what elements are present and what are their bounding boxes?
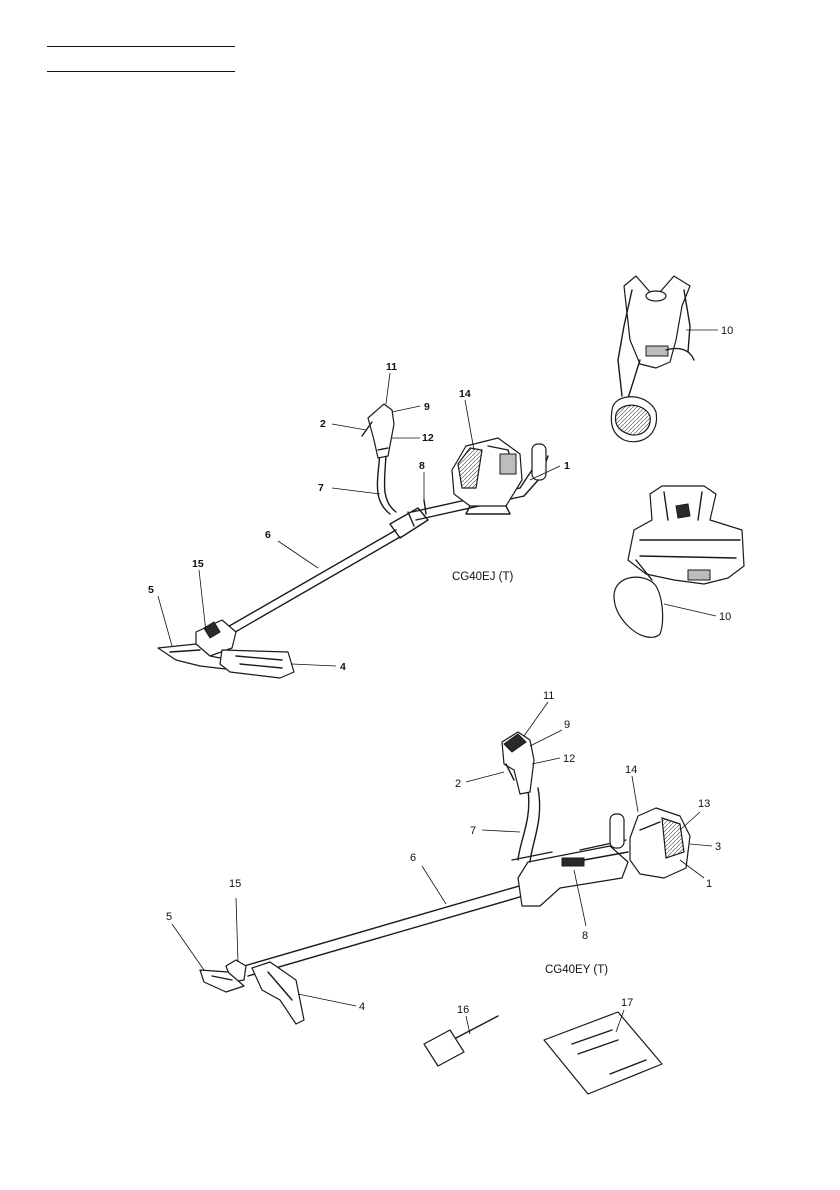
brushcutter-ey-drawing <box>199 731 691 1095</box>
callout-label: 10 <box>719 611 731 623</box>
callout-label: 7 <box>470 825 476 837</box>
brushcutter-ej-drawing <box>157 403 549 679</box>
shoulder-harness-2-drawing <box>613 485 745 638</box>
callout-label: 1 <box>564 460 570 472</box>
header-rule-top <box>47 46 235 47</box>
callout-label: 13 <box>698 798 710 810</box>
callout-label: 9 <box>424 401 430 413</box>
callout-label: 4 <box>359 1001 365 1013</box>
callout-label: 14 <box>459 388 471 400</box>
instruction-manual-drawing <box>543 1011 663 1095</box>
callout-label: 11 <box>386 361 397 373</box>
figure-a-callouts: 11 9 14 2 12 8 1 7 6 15 5 4 10 10 CG40EJ… <box>148 325 733 673</box>
callout-label: 1 <box>706 878 712 890</box>
leader-lines <box>157 329 718 1035</box>
callout-label: 8 <box>582 930 588 942</box>
callout-label: 6 <box>265 529 271 541</box>
callout-label: 10 <box>721 325 733 337</box>
callout-label: 6 <box>410 852 416 864</box>
socket-wrench-drawing <box>423 1029 465 1067</box>
callout-label: 9 <box>564 719 570 731</box>
callout-label: 12 <box>422 432 434 444</box>
callout-label: 5 <box>166 911 172 923</box>
model-label-ey: CG40EY (T) <box>545 964 608 976</box>
callout-label: 8 <box>419 460 425 472</box>
callout-label: 17 <box>621 997 633 1009</box>
callout-label: 3 <box>715 841 721 853</box>
callout-label: 5 <box>148 584 154 596</box>
callout-label: 15 <box>229 878 241 890</box>
callout-label: 16 <box>457 1004 469 1016</box>
callout-label: 2 <box>320 418 326 430</box>
callout-label: 2 <box>455 778 461 790</box>
figure-b-callouts: 11 9 12 2 14 13 3 7 6 1 8 15 5 4 16 17 C… <box>166 690 721 1016</box>
callout-label: 15 <box>192 558 204 570</box>
shoulder-harness-drawing <box>610 275 695 443</box>
model-label-ej: CG40EJ (T) <box>452 571 514 583</box>
callout-label: 7 <box>318 482 324 494</box>
header-rule-bottom <box>47 71 235 72</box>
callout-label: 12 <box>563 753 575 765</box>
callout-label: 4 <box>340 661 346 673</box>
callout-label: 11 <box>543 690 554 702</box>
callout-label: 14 <box>625 764 637 776</box>
